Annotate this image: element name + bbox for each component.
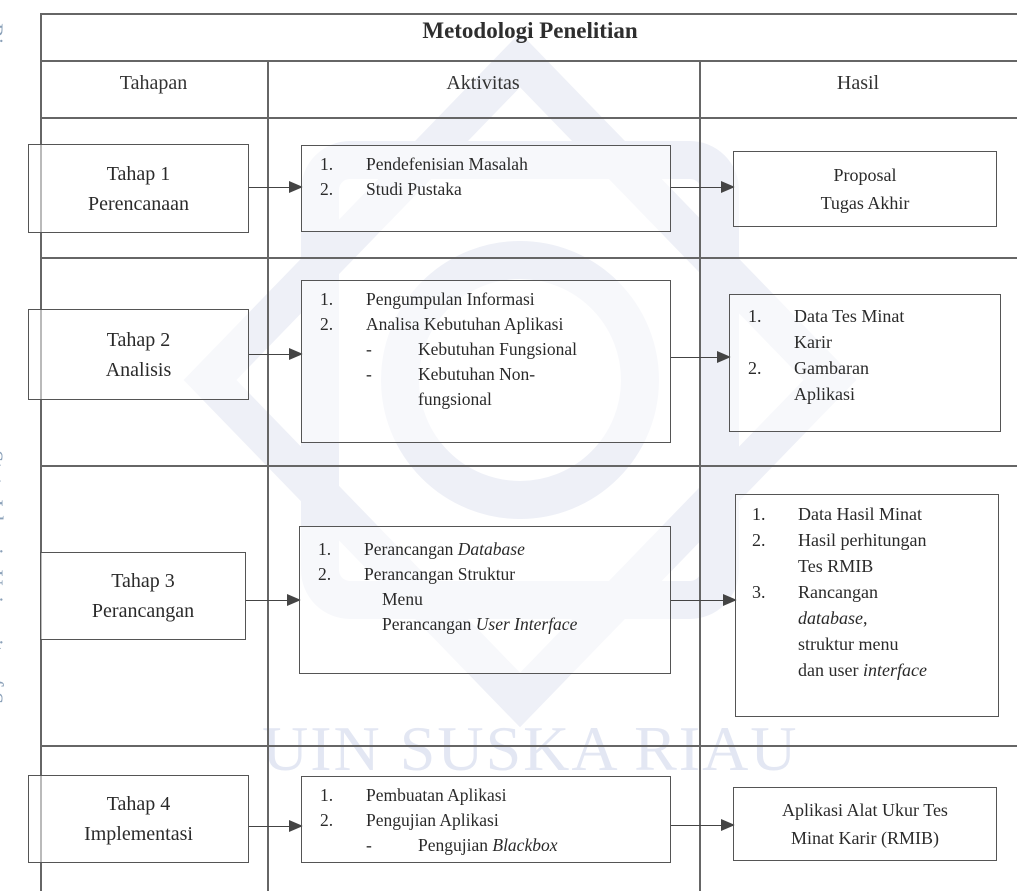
list-item: 1.Pendefenisian Masalah bbox=[320, 154, 528, 174]
arrow-activity-1-to-result bbox=[671, 181, 735, 193]
result-box-4: Aplikasi Alat Ukur Tes Minat Karir (RMIB… bbox=[733, 787, 997, 861]
arrow-stage-3-to-activity bbox=[246, 594, 301, 606]
stage-1-label: Tahap 1 bbox=[106, 162, 171, 185]
arrow-stage-1-to-activity bbox=[249, 181, 303, 193]
arrow-stage-2-to-activity bbox=[249, 348, 303, 360]
list-item: 2.Hasil perhitungan bbox=[752, 530, 927, 550]
result-box-1: Proposal Tugas Akhir bbox=[733, 151, 997, 227]
stage-3-name: Perancangan bbox=[91, 600, 195, 622]
watermark-side-bottom: State Islamic University of Su bbox=[0, 450, 8, 716]
stage-box-1: Tahap 1 Perencanaan bbox=[28, 144, 249, 233]
activity-box-1: 1.Pendefenisian Masalah 2.Studi Pustaka bbox=[301, 145, 671, 232]
title-divider bbox=[40, 60, 1017, 62]
stage-box-2: Tahap 2 Analisis bbox=[28, 309, 249, 400]
activity-box-3: 1.Perancangan Database 2.Perancangan Str… bbox=[299, 526, 671, 674]
list-item: 1.Pengumpulan Informasi bbox=[320, 289, 535, 309]
list-item: 2.Gambaran bbox=[748, 358, 869, 378]
diagram-title: Metodologi Penelitian bbox=[422, 18, 638, 43]
arrow-stage-4-to-activity bbox=[249, 820, 303, 832]
result-box-3: 1.Data Hasil Minat 2.Hasil perhitungan T… bbox=[735, 494, 999, 717]
stage-box-4: Tahap 4 Implementasi bbox=[28, 775, 249, 863]
arrow-activity-4-to-result bbox=[671, 819, 735, 831]
stage-3-label: Tahap 3 bbox=[111, 570, 175, 592]
list-item: 1.Pembuatan Aplikasi bbox=[320, 785, 507, 805]
arrow-activity-2-to-result bbox=[671, 351, 731, 363]
watermark-side-top: a Riau bbox=[0, 8, 8, 65]
row-divider-2 bbox=[40, 465, 1017, 467]
header-divider bbox=[40, 117, 1017, 119]
column-divider-2 bbox=[699, 60, 701, 891]
list-subitem: -Kebutuhan Fungsional bbox=[366, 339, 577, 359]
stage-2-name: Analisis bbox=[105, 358, 172, 381]
list-item: 2.Perancangan Struktur bbox=[318, 564, 516, 584]
list-item: 1.Data Tes Minat bbox=[748, 306, 905, 326]
result-box-2: 1.Data Tes Minat Karir 2.Gambaran Aplika… bbox=[729, 294, 1001, 432]
stage-2-label: Tahap 2 bbox=[106, 328, 171, 351]
stage-4-label: Tahap 4 bbox=[106, 793, 171, 815]
list-subitem: -Kebutuhan Non- bbox=[366, 364, 536, 384]
list-subitem-continued: fungsional bbox=[418, 389, 492, 409]
frame-top bbox=[40, 13, 1017, 15]
stage-box-3: Tahap 3 Perancangan bbox=[40, 552, 246, 640]
list-item: 3.Rancangan bbox=[752, 582, 878, 602]
arrow-activity-3-to-result bbox=[671, 594, 737, 606]
activity-box-2: 1.Pengumpulan Informasi 2.Analisa Kebutu… bbox=[301, 280, 671, 443]
list-item: 1.Data Hasil Minat bbox=[752, 504, 922, 524]
row-divider-3 bbox=[40, 745, 1017, 747]
list-subitem: -Pengujian Blackbox bbox=[366, 835, 558, 855]
column-header-activity: Aktivitas bbox=[446, 72, 520, 94]
list-item: 2.Pengujian Aplikasi bbox=[320, 810, 499, 830]
frame-left bbox=[40, 13, 42, 891]
row-divider-1 bbox=[40, 257, 1017, 259]
column-header-stage: Tahapan bbox=[119, 72, 188, 94]
list-item: 2.Analisa Kebutuhan Aplikasi bbox=[320, 314, 564, 334]
watermark-bottom: UIN SUSKA RIAU bbox=[262, 713, 799, 784]
list-item: 2.Studi Pustaka bbox=[320, 179, 462, 199]
list-item: 1.Perancangan Database bbox=[318, 539, 525, 559]
stage-1-name: Perencanaan bbox=[87, 192, 190, 215]
column-header-result: Hasil bbox=[836, 72, 880, 94]
activity-box-4: 1.Pembuatan Aplikasi 2.Pengujian Aplikas… bbox=[301, 776, 671, 863]
stage-4-name: Implementasi bbox=[84, 823, 193, 845]
column-divider-1 bbox=[267, 60, 269, 891]
